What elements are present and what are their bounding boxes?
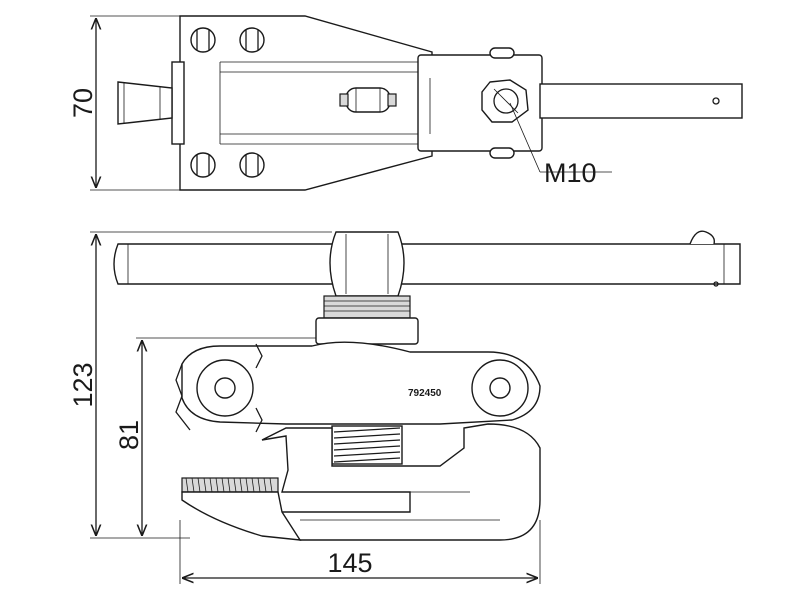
side-view: 123 81 145 792450 — [68, 230, 741, 584]
dimension-label-70: 70 — [68, 88, 98, 118]
screw-icon — [190, 27, 216, 53]
top-view: 70 M10 — [68, 15, 743, 191]
top-sliding-bar — [539, 83, 743, 119]
dimension-label-123: 123 — [68, 362, 98, 407]
top-roller-upper — [489, 47, 515, 59]
screw-icon — [239, 27, 265, 53]
serrated-plate-edge — [175, 343, 263, 433]
screw-icon — [190, 152, 216, 178]
thread-collar — [323, 295, 411, 319]
part-number: 792450 — [408, 388, 442, 399]
m10-hex-nut — [481, 79, 529, 123]
top-left-handle — [117, 81, 173, 125]
screw-icon — [239, 152, 265, 178]
handle-ring — [689, 230, 716, 245]
collar-nut — [315, 317, 419, 345]
top-roller-lower — [489, 147, 515, 159]
t-bar-handle — [113, 243, 741, 285]
m10-leader-line — [509, 102, 541, 173]
dimension-label-81: 81 — [114, 420, 144, 450]
center-knob — [339, 87, 397, 113]
top-body-plate — [179, 15, 433, 191]
thread-label: M10 — [544, 158, 597, 188]
spindle-knob — [329, 231, 405, 297]
dimension-label-145: 145 — [327, 548, 372, 578]
clamp-link-body — [181, 341, 541, 425]
top-end-flange — [171, 61, 185, 145]
lower-jaw-lip — [181, 491, 302, 541]
bar-hole — [712, 97, 720, 105]
spring — [331, 425, 403, 465]
